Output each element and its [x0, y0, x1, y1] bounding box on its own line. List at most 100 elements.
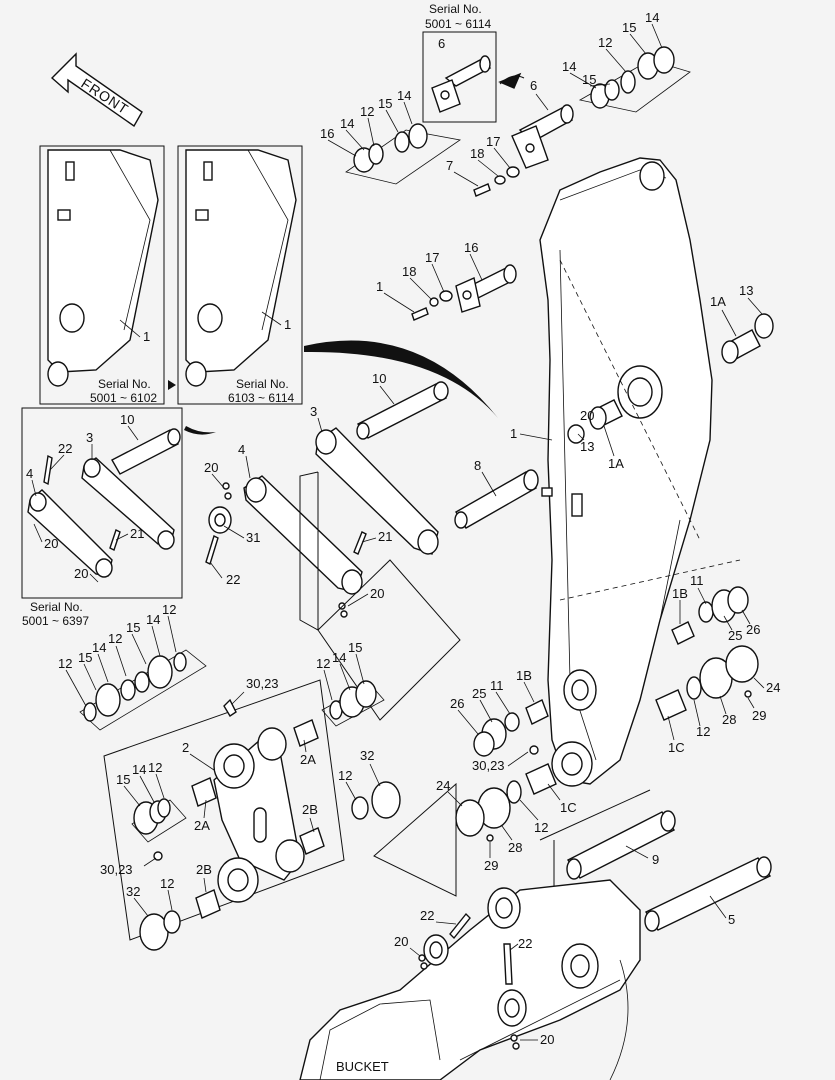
part-label: 8: [474, 458, 481, 473]
part-label: 17: [486, 134, 500, 149]
part-label: 13: [739, 283, 753, 298]
part-label: 15: [582, 72, 596, 87]
part-label: 24: [766, 680, 780, 695]
part-label: 1: [143, 329, 150, 344]
part-label: 20: [44, 536, 58, 551]
part-label: 22: [58, 441, 72, 456]
part-label: 10: [120, 412, 134, 427]
seal-group-lower-mid: [321, 680, 385, 727]
part-label: 12: [58, 656, 72, 671]
part-label: 1: [510, 426, 517, 441]
part-label: 7: [446, 158, 453, 173]
part-label: 17: [425, 250, 439, 265]
seal-group-top-right: [578, 46, 691, 113]
part-label: 14: [645, 10, 659, 25]
part-label: 22: [226, 572, 240, 587]
bushing-1a-left: [567, 399, 623, 444]
part-label: 12: [148, 760, 162, 775]
part-label: 5: [728, 912, 735, 927]
arm-inset-right: Serial No. 6103 ~ 6114: [177, 145, 303, 405]
seal-pair-32-left: [139, 910, 181, 951]
part-label: 6: [438, 36, 445, 51]
seal-pair-32-right: [351, 781, 401, 820]
part-label: 28: [722, 712, 736, 727]
part-label: 11: [690, 573, 704, 588]
part-label: 14: [332, 650, 346, 665]
serial-title: Serial No.: [98, 377, 151, 391]
part-label: 2A: [300, 752, 316, 767]
pin-8: [454, 469, 539, 529]
part-label: 6: [530, 78, 537, 93]
part-label: 4: [238, 442, 245, 457]
seal-group-lower-left: [79, 649, 207, 731]
part-label: 29: [752, 708, 766, 723]
pin-6: [511, 104, 574, 169]
part-label: 1: [284, 317, 291, 332]
part-label: 16: [320, 126, 334, 141]
seal-group-1b-right: [671, 586, 749, 645]
part-label: 2: [182, 740, 189, 755]
part-label: 2B: [196, 862, 212, 877]
part-label: 32: [126, 884, 140, 899]
part-label: 14: [92, 640, 106, 655]
part-label: 30,23: [100, 862, 133, 877]
seal-group-1c-right: [655, 645, 759, 721]
part-label: 24: [436, 778, 450, 793]
part-label: 26: [746, 622, 760, 637]
serial-title: Serial No.: [236, 377, 289, 391]
bucket: BUCKET: [299, 879, 641, 1080]
part-label: 22: [420, 908, 434, 923]
link-2: [103, 679, 345, 941]
serial-range: 5001 ~ 6114: [425, 17, 492, 31]
part-label: 20: [394, 934, 408, 949]
seal-group-1b-left: [473, 699, 549, 757]
front-arrow-icon: FRONT: [50, 52, 143, 128]
part-label: 28: [508, 840, 522, 855]
bolt-set-upper: [473, 166, 520, 197]
part-label: 12: [162, 602, 176, 617]
pin-5: [644, 856, 772, 932]
part-label: 15: [126, 620, 140, 635]
part-label: 9: [652, 852, 659, 867]
link-inset-left: Serial No. 5001 ~ 6397: [21, 407, 183, 628]
part-label: 14: [146, 612, 160, 627]
part-label: 14: [132, 762, 146, 777]
part-label: 10: [372, 371, 386, 386]
link-4: [205, 475, 367, 618]
part-label: 12: [360, 104, 374, 119]
part-label: 12: [598, 35, 612, 50]
part-label: 20: [204, 460, 218, 475]
part-label: 20: [580, 408, 594, 423]
serial-range: 5001 ~ 6102: [90, 391, 157, 405]
seal-group-1c-left: [455, 763, 557, 842]
part-label: 12: [696, 724, 710, 739]
part-callouts: 14 15 12 6 14 15 6 14 15 12 14 16 17 18 …: [26, 10, 780, 1047]
serial-inset-top: Serial No. 5001 ~ 6114: [422, 2, 525, 123]
part-label: 1: [376, 279, 383, 294]
part-label: 30,23: [246, 676, 279, 691]
seal-group-top-left: [345, 123, 462, 185]
part-label: 21: [378, 529, 392, 544]
bushing-1a-right: [721, 313, 774, 364]
part-label: 12: [338, 768, 352, 783]
pin-7: [411, 264, 517, 321]
part-label: 3: [310, 404, 317, 419]
part-label: 25: [728, 628, 742, 643]
curved-arrow-small: [184, 426, 216, 435]
part-label: 30,23: [472, 758, 505, 773]
part-label: 11: [490, 678, 504, 693]
part-label: 1B: [672, 586, 688, 601]
part-label: 4: [26, 466, 33, 481]
serial-range: 5001 ~ 6397: [22, 614, 89, 628]
part-label: 18: [470, 146, 484, 161]
seal-group-2-left: [131, 798, 187, 843]
play-icon: [168, 380, 176, 390]
part-label: 13: [580, 439, 594, 454]
part-label: 1A: [710, 294, 726, 309]
part-label: 25: [472, 686, 486, 701]
front-label: FRONT: [78, 75, 131, 117]
part-label: 32: [360, 748, 374, 763]
part-label: 12: [160, 876, 174, 891]
part-label: 1B: [516, 668, 532, 683]
